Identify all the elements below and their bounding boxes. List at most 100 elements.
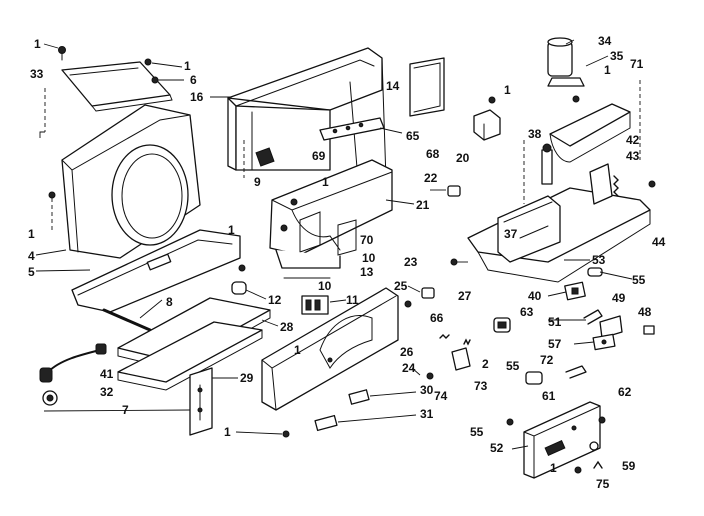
bracket-51 — [583, 309, 603, 325]
top-mounting-plate — [61, 61, 173, 112]
connector-48 — [643, 325, 655, 335]
bracket-73 — [451, 347, 471, 371]
fan-shroud — [61, 104, 201, 259]
callout-51: 51 — [548, 315, 562, 329]
screw-shroud — [48, 191, 56, 199]
spring-clip-66 — [439, 334, 450, 339]
callout-63: 63 — [520, 305, 534, 319]
callout-1-d: 1 — [504, 83, 511, 97]
callout-13: 13 — [360, 265, 374, 279]
callout-74: 74 — [434, 389, 448, 403]
callout-57: 57 — [548, 337, 562, 351]
callout-30: 30 — [420, 383, 434, 397]
power-cord-plug — [39, 343, 107, 383]
callout-16: 16 — [190, 90, 204, 104]
callout-32: 32 — [100, 385, 114, 399]
callout-20: 20 — [456, 151, 470, 165]
mounting-bracket — [189, 367, 213, 436]
callout-1-e: 1 — [322, 175, 329, 189]
selector-switch — [564, 281, 586, 301]
callout-44: 44 — [652, 235, 666, 249]
callout-6: 6 — [190, 73, 197, 87]
callout-68: 68 — [426, 147, 440, 161]
nut-25 — [421, 287, 435, 299]
callout-25: 25 — [394, 279, 408, 293]
callout-5: 5 — [28, 265, 35, 279]
callout-12: 12 — [268, 293, 282, 307]
thermostat-bulb — [541, 143, 553, 185]
callout-52: 52 — [490, 441, 504, 455]
callout-42: 42 — [626, 133, 640, 147]
screw-26 — [404, 300, 412, 308]
screw-55-bottom — [506, 418, 514, 426]
grommet-55 — [587, 267, 603, 277]
screw-bottom — [282, 430, 290, 438]
callout-61: 61 — [542, 389, 556, 403]
screw-top-plate-2 — [151, 76, 159, 84]
clip-31 — [314, 414, 338, 432]
callout-65: 65 — [406, 129, 420, 143]
spring-bracket — [589, 163, 656, 205]
rotary-knob — [493, 317, 511, 333]
callout-48: 48 — [638, 305, 652, 319]
callout-70: 70 — [360, 233, 374, 247]
screw-housing-3 — [290, 198, 298, 206]
control-chassis — [467, 187, 651, 283]
callout-2: 2 — [482, 357, 489, 371]
screw-top-plate-1 — [144, 58, 152, 66]
spring-59 — [589, 441, 599, 451]
callout-69: 69 — [312, 149, 326, 163]
pointer-61 — [565, 365, 587, 379]
callout-62: 62 — [618, 385, 632, 399]
control-cover — [549, 103, 631, 163]
callout-22: 22 — [424, 171, 438, 185]
callout-55-c: 55 — [470, 425, 484, 439]
screw-74 — [426, 372, 434, 380]
callout-27: 27 — [458, 289, 472, 303]
callout-37: 37 — [504, 227, 518, 241]
clip-22 — [447, 185, 461, 197]
callout-1-f: 1 — [28, 227, 35, 241]
terminal-block — [301, 295, 329, 315]
callout-10-b: 10 — [318, 279, 332, 293]
callout-1-c: 1 — [604, 63, 611, 77]
callout-21: 21 — [416, 198, 430, 212]
callout-28: 28 — [280, 320, 294, 334]
callout-49: 49 — [612, 291, 626, 305]
callout-labels: 1 33 1 6 16 14 34 35 1 71 1 9 69 65 68 2… — [28, 34, 666, 491]
callout-41: 41 — [100, 367, 114, 381]
relay-switch — [473, 96, 501, 141]
callout-29: 29 — [240, 371, 254, 385]
screw-housing-1 — [280, 224, 288, 232]
callout-9: 9 — [254, 175, 261, 189]
callout-1-g: 1 — [228, 223, 235, 237]
callout-71: 71 — [630, 57, 644, 71]
bracket-49 — [599, 315, 623, 339]
callout-40: 40 — [528, 289, 542, 303]
clip-75 — [593, 460, 603, 469]
callout-31: 31 — [420, 407, 434, 421]
callout-55-b: 55 — [506, 359, 520, 373]
callout-4: 4 — [28, 249, 35, 263]
callout-59: 59 — [622, 459, 636, 473]
air-filter — [409, 57, 445, 117]
callout-73: 73 — [474, 379, 488, 393]
screw-top-left — [58, 46, 66, 61]
callout-1-b: 1 — [184, 59, 191, 73]
screw-panel-bottom — [574, 466, 582, 474]
callout-23: 23 — [404, 255, 418, 269]
scroll-cutoff — [275, 249, 341, 279]
switch-57 — [592, 333, 616, 351]
callout-1-j: 1 — [550, 461, 557, 475]
callout-14: 14 — [386, 79, 400, 93]
callout-53: 53 — [592, 253, 606, 267]
callout-34: 34 — [598, 34, 612, 48]
callout-66: 66 — [430, 311, 444, 325]
leader-33b — [39, 131, 45, 138]
front-panel — [261, 287, 399, 411]
callout-26: 26 — [400, 345, 414, 359]
mounting-strip — [319, 117, 385, 141]
callout-33: 33 — [30, 67, 44, 81]
screw-housing-2 — [238, 264, 246, 272]
